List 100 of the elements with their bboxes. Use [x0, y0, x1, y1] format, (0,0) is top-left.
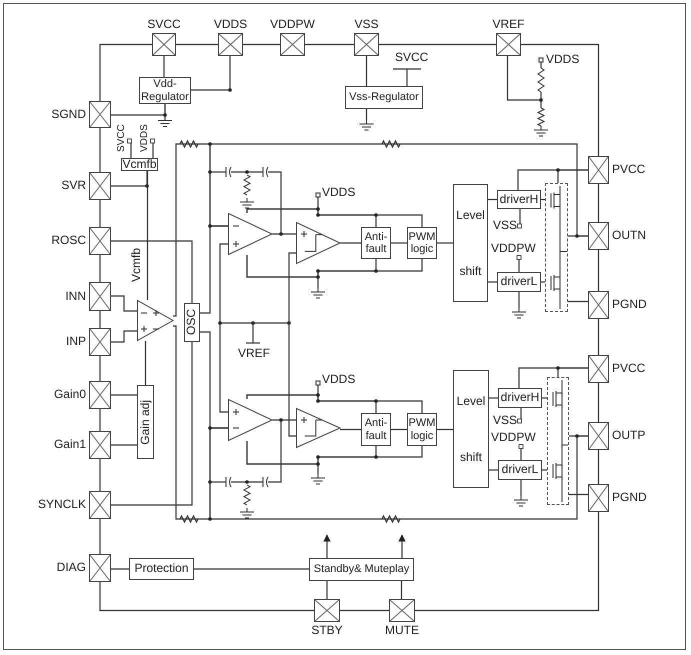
wire [200, 225, 228, 314]
pad-terminal [89, 282, 111, 311]
wire [437, 428, 453, 430]
wire [598, 383, 600, 422]
wire [246, 441, 423, 465]
function-block: Anti-fault [361, 413, 391, 446]
net-label: SVCC [116, 124, 127, 152]
function-block: Standby& Muteplay [309, 558, 414, 581]
pad-terminal [496, 33, 521, 56]
pin-label: PGND [612, 298, 647, 311]
wire [191, 56, 231, 91]
function-block: driverH [498, 388, 542, 408]
pin-label: PVCC [612, 163, 646, 176]
wire [164, 104, 166, 120]
net-label: VREF [238, 347, 270, 360]
function-block: Level shift [453, 184, 488, 302]
wire [598, 450, 600, 484]
net-label: VSS [493, 219, 517, 232]
arrow [398, 534, 406, 558]
pad-terminal [588, 156, 609, 184]
pad-terminal [89, 227, 111, 255]
wire [415, 512, 600, 612]
wire [163, 56, 165, 77]
wire [99, 582, 314, 612]
wire [340, 428, 361, 430]
wire [111, 171, 148, 187]
net-label: VDDPW [491, 242, 533, 255]
function-block: Level shift [453, 370, 489, 488]
wire [99, 409, 101, 431]
wire [144, 341, 146, 385]
pin-label: VDDPW [270, 18, 315, 31]
wire [99, 255, 101, 282]
wire [400, 581, 402, 599]
wire [272, 233, 296, 235]
wire [518, 367, 588, 388]
wire [272, 419, 296, 421]
function-block: driverL [497, 272, 541, 292]
function-block: OSC [184, 303, 200, 342]
pin-label: Gain0 [54, 388, 86, 401]
ground-symbol [158, 120, 172, 127]
pad-terminal [588, 355, 609, 383]
net-label: Vcmfb [130, 248, 143, 282]
pad-terminal [89, 328, 111, 356]
wire [569, 494, 588, 496]
pin-label: ROSC [51, 234, 86, 247]
function-block: driverH [497, 190, 541, 209]
pin-label: INP [66, 335, 86, 348]
function-block: Vss-Regulator [345, 86, 423, 109]
wire [326, 581, 328, 599]
wire [111, 444, 137, 446]
pad-terminal [89, 172, 111, 200]
wire [366, 56, 368, 86]
pin-label: MUTE [385, 624, 419, 637]
wire [391, 428, 407, 430]
net-label: VDDPW [491, 431, 533, 444]
pad-terminal [152, 33, 176, 56]
op-amp-symbol [228, 399, 272, 441]
function-block: driverL [498, 460, 542, 480]
net-label: VDDS [322, 186, 356, 199]
wire [111, 330, 137, 343]
wire [99, 128, 101, 172]
wire [598, 319, 600, 355]
pad-terminal [588, 222, 609, 250]
wire [146, 171, 148, 300]
net-label: VSS [493, 414, 517, 427]
wire [243, 44, 280, 46]
pad-terminal [280, 33, 305, 56]
wire [111, 394, 137, 396]
wire [305, 44, 354, 46]
net-label: VDDS [322, 373, 356, 386]
wire [521, 44, 600, 156]
wire [99, 311, 101, 328]
pad-terminal [314, 599, 340, 622]
wire [111, 240, 193, 303]
pin-label: OUTP [612, 429, 646, 442]
pin-label: DIAG [56, 561, 86, 574]
pin-label: SVR [61, 179, 86, 192]
pin-label: OUTN [612, 229, 646, 242]
wire [437, 242, 453, 244]
wire [598, 184, 600, 222]
output-stage-box [545, 183, 568, 312]
function-block: Vdd-Regulator [139, 77, 191, 104]
pad-terminal [89, 554, 111, 582]
wire [569, 435, 588, 437]
function-block: Anti-fault [361, 227, 391, 259]
op-amp-symbol [137, 300, 173, 341]
wire [391, 242, 407, 244]
pad-terminal [89, 101, 111, 128]
wire [194, 568, 309, 570]
op-amp-symbol [296, 408, 340, 448]
pad-terminal [218, 33, 243, 56]
wire [517, 169, 588, 190]
net-label: VDDS [139, 124, 150, 152]
function-block: Protection [129, 558, 194, 580]
wire [568, 235, 588, 237]
wire [568, 300, 588, 302]
wire [99, 356, 101, 381]
pad-terminal [89, 381, 111, 409]
pin-label: VDDS [214, 18, 248, 31]
wire [598, 250, 600, 291]
